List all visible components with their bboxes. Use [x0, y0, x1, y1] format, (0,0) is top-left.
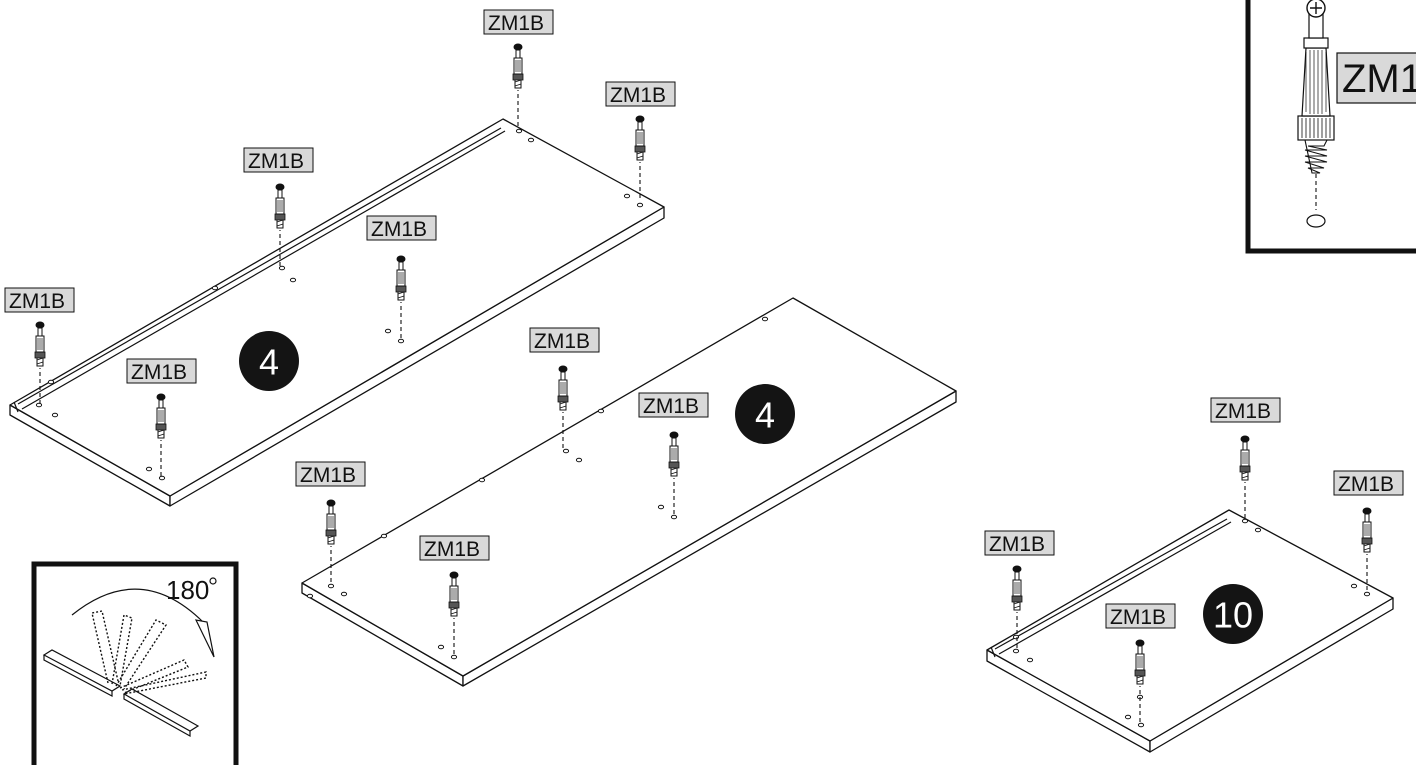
- part-label: ZM1B: [605, 81, 676, 107]
- part-label: ZM1B: [243, 147, 314, 173]
- part-code-text: ZM1B: [131, 361, 187, 384]
- rotation-angle-text: 180: [166, 575, 209, 605]
- part-label: ZM1B: [1105, 603, 1176, 629]
- part-labels: ZM1B ZM1B ZM1B ZM1B ZM1B ZM1B ZM1B ZM1B …: [4, 9, 1404, 629]
- part-code-text: ZM1B: [424, 538, 480, 561]
- part-label: ZM1B: [126, 358, 197, 384]
- quantity-badge-c: 10: [1203, 584, 1263, 644]
- part-code-text: ZM1B: [1215, 400, 1271, 423]
- panel-c: [986, 509, 1394, 753]
- quantity-text: 10: [1213, 595, 1253, 636]
- detail-inset: ZM1: [1245, 0, 1416, 254]
- part-label: ZM1B: [366, 215, 437, 241]
- detail-label-text: ZM1: [1342, 57, 1416, 101]
- panel-b: [301, 297, 957, 687]
- part-code-text: ZM1B: [300, 464, 356, 487]
- part-label: ZM1B: [419, 535, 490, 561]
- part-label: ZM1B: [529, 327, 600, 353]
- part-code-text: ZM1B: [9, 290, 65, 313]
- part-code-text: ZM1B: [1110, 606, 1166, 629]
- cam-dowel-icon: [1297, 0, 1335, 228]
- degree-symbol: [209, 577, 217, 585]
- part-label: ZM1B: [295, 461, 366, 487]
- rotation-inset: 180: [31, 561, 239, 765]
- quantity-text: 4: [755, 395, 775, 436]
- cam-dowel-icon: [1239, 434, 1251, 519]
- cam-dowel-icon: [1361, 506, 1373, 591]
- part-code-text: ZM1B: [534, 330, 590, 353]
- part-label: ZM1B: [1210, 397, 1281, 423]
- part-label: ZM1B: [1333, 470, 1404, 496]
- quantity-badge-a: 4: [239, 331, 299, 391]
- part-code-text: ZM1B: [371, 218, 427, 241]
- part-code-text: ZM1B: [989, 533, 1045, 556]
- part-code-text: ZM1B: [488, 12, 544, 35]
- panel-a: [9, 118, 665, 507]
- quantity-badge-b: 4: [735, 384, 795, 444]
- cam-dowel-icon: [634, 114, 646, 199]
- part-label: ZM1B: [4, 287, 75, 313]
- part-code-text: ZM1B: [610, 84, 666, 107]
- part-code-text: ZM1B: [643, 395, 699, 418]
- part-label: ZM1B: [638, 392, 709, 418]
- part-label: ZM1B: [483, 9, 554, 35]
- part-label: ZM1B: [984, 530, 1055, 556]
- part-code-text: ZM1B: [248, 150, 304, 173]
- cam-dowel-icon: [512, 42, 524, 127]
- quantity-text: 4: [259, 342, 279, 383]
- rotate-arrow-icon: [71, 588, 215, 658]
- part-code-text: ZM1B: [1338, 473, 1394, 496]
